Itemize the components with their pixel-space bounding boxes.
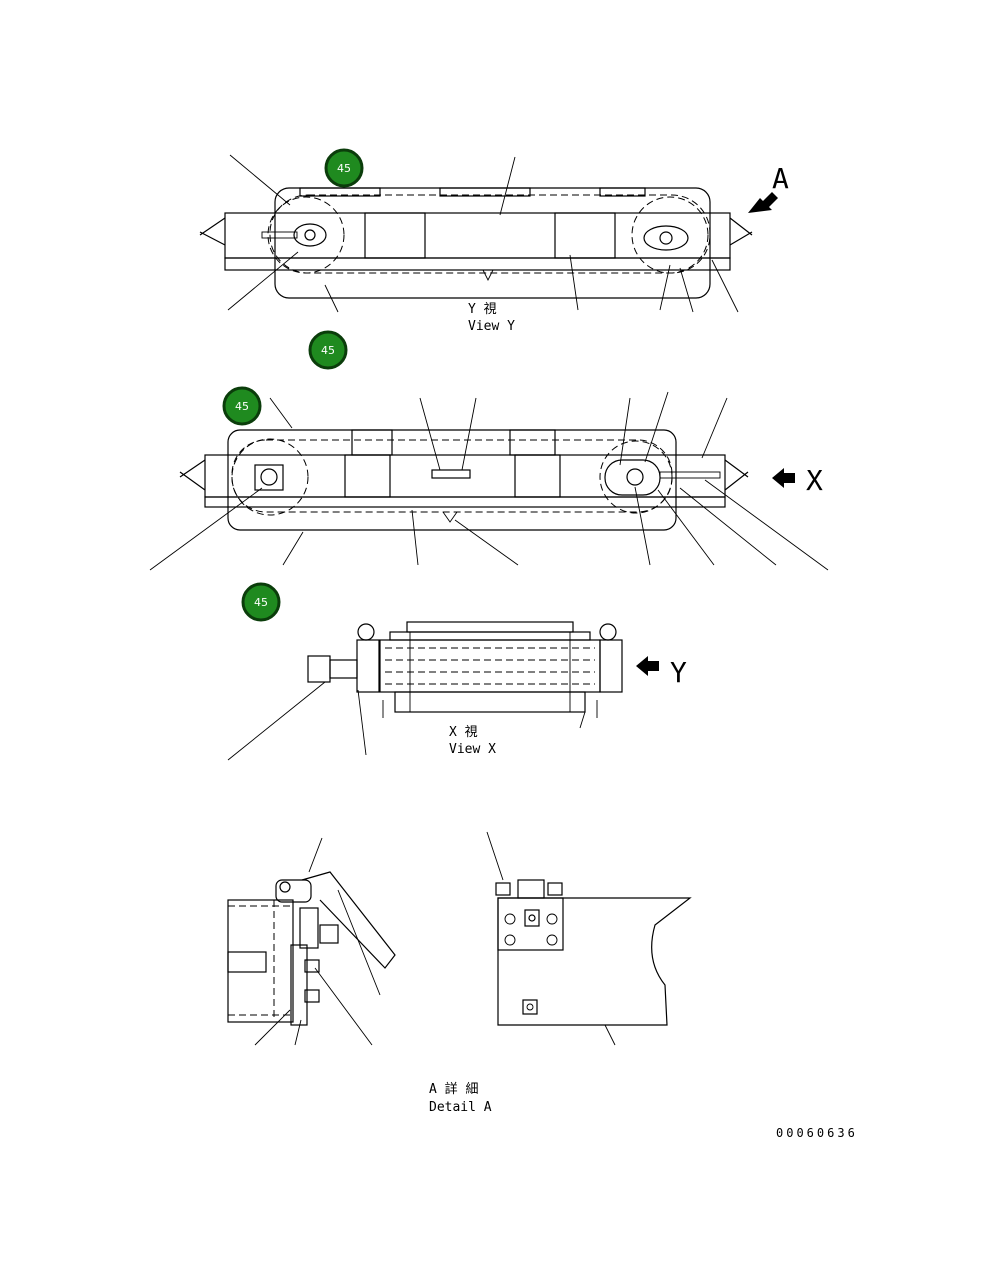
badge-45-top: 45 xyxy=(324,148,364,188)
view-arrow-x: X xyxy=(772,464,823,497)
side-view-drawing xyxy=(149,391,829,571)
svg-text:45: 45 xyxy=(254,596,268,609)
view-x-caption-en: View X xyxy=(449,742,496,757)
detail-a-drawing xyxy=(227,837,396,1046)
badge-45-middle: 45 xyxy=(222,386,262,426)
svg-text:A: A xyxy=(772,162,789,195)
view-y-drawing xyxy=(199,154,753,313)
drawing-number: 00060636 xyxy=(776,1126,858,1140)
view-x-caption-jp: X 視 xyxy=(449,725,478,740)
svg-text:X: X xyxy=(806,464,823,497)
svg-text:45: 45 xyxy=(235,400,249,413)
view-x-drawing xyxy=(227,621,623,761)
svg-text:45: 45 xyxy=(321,344,335,357)
detail-a-caption-jp: A 詳 細 xyxy=(429,1081,478,1097)
view-y-caption-jp: Y 視 xyxy=(468,302,497,317)
detail-a-caption-en: Detail A xyxy=(429,1100,492,1115)
view-arrow-y: Y xyxy=(636,656,687,689)
badge-45-view-y: 45 xyxy=(308,330,348,370)
svg-text:45: 45 xyxy=(337,162,351,175)
view-y-caption-en: View Y xyxy=(468,319,515,334)
detail-a-side-drawing xyxy=(486,831,692,1046)
svg-text:Y: Y xyxy=(670,656,687,689)
view-arrow-a: A xyxy=(748,162,789,213)
badge-45-view-x: 45 xyxy=(241,582,281,622)
